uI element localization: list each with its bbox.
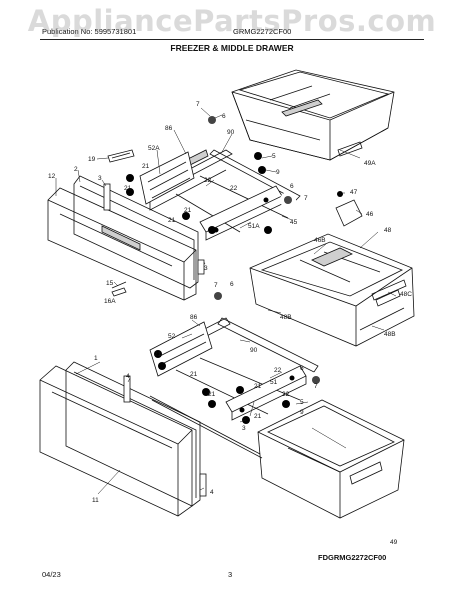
callout-label: 52A [148, 145, 160, 152]
callout-label: 21 [142, 163, 150, 170]
callout-label: 49 [390, 539, 398, 546]
callout-label: 48 [384, 227, 392, 234]
publication-number: Publication No: 5995731801 [42, 27, 137, 36]
callout-label: 51A [248, 223, 260, 230]
callout-label: 86 [190, 314, 198, 321]
upper-gasket-2[interactable] [73, 175, 199, 289]
small-bin-46[interactable] [335, 191, 363, 227]
header-rule [40, 39, 424, 40]
callout-label: 90 [250, 347, 258, 354]
callout-label: 6 [300, 365, 304, 372]
callout-label: 21 [254, 383, 262, 390]
diagram-code: FDGRMG2272CF00 [318, 553, 387, 562]
watermark: AppliancePartsPros.com [27, 4, 437, 38]
callout-label: 21 [124, 185, 132, 192]
upper-drawer-front-12[interactable] [47, 187, 197, 301]
callout-labels: 7 6 86 90 52A 19 21 5 9 49A 2 3 12 22 21… [48, 101, 412, 546]
callout-label: 48B [384, 331, 396, 338]
callout-label: 21 [208, 391, 216, 398]
callout-label: 6 [290, 183, 294, 190]
callout-label: 5 [272, 153, 276, 160]
callout-label: 49A [364, 160, 376, 167]
diagram-title: FREEZER & MIDDLE DRAWER [170, 43, 294, 53]
callout-label: 48B [280, 314, 292, 321]
callout-label: 7 [196, 101, 200, 108]
callout-label: 22 [230, 185, 238, 192]
callout-label: 21 [254, 413, 262, 420]
callout-label: 47 [350, 189, 358, 196]
callout-label: 19 [88, 156, 96, 163]
callout-label: 86 [165, 125, 173, 132]
callout-label: 3 [98, 175, 102, 182]
upper-seal-3[interactable] [103, 183, 205, 275]
screws-5-9-upper[interactable] [126, 152, 272, 234]
screws-5-9-lower[interactable] [154, 350, 290, 424]
middle-drawer-bin-48[interactable] [249, 233, 415, 347]
callout-label: 22 [274, 367, 282, 374]
callout-label: 45 [290, 219, 298, 226]
handle-insert-19[interactable] [107, 149, 135, 163]
callout-label: 9 [276, 169, 280, 176]
clip-15-16A[interactable] [111, 281, 127, 297]
callout-label: 2 [74, 166, 78, 173]
callout-label: 9 [300, 409, 304, 416]
leader-lines [55, 107, 397, 495]
freezer-basket-49[interactable] [257, 399, 405, 519]
callout-label: 7 [304, 195, 308, 202]
callout-label: 3 [242, 425, 246, 432]
model-number: GRMG2272CF00 [233, 27, 292, 36]
callout-label: 15 [106, 280, 114, 287]
callout-label: 7 [214, 282, 218, 289]
seal-strip-3-4[interactable] [123, 375, 263, 497]
callout-label: 3 [204, 265, 208, 272]
callout-label: 5 [300, 399, 304, 406]
left-bracket-52[interactable] [149, 321, 213, 377]
revision-date: 04/23 [42, 570, 61, 579]
divider-48C[interactable] [371, 279, 407, 301]
callout-label: 90 [227, 129, 235, 136]
callout-label: 52 [168, 333, 176, 340]
callout-label: 4 [126, 373, 130, 380]
callout-label: 21 [168, 217, 176, 224]
upper-knob-7-6[interactable] [204, 112, 296, 208]
page-number: 3 [228, 570, 233, 579]
callout-label: 22 [282, 391, 290, 398]
right-bracket-51[interactable] [225, 365, 307, 421]
lower-gasket-1[interactable] [65, 361, 201, 507]
callout-label: 1 [94, 355, 98, 362]
upper-basket-49A[interactable] [231, 69, 395, 161]
left-bracket-52A[interactable] [139, 151, 195, 205]
callout-label: 12 [48, 173, 56, 180]
callout-label: 6 [230, 281, 234, 288]
callout-label: 16A [104, 298, 116, 305]
callout-label: 46 [366, 211, 374, 218]
lower-drawer-front-11[interactable] [39, 365, 193, 517]
callout-label: 22 [204, 177, 212, 184]
lower-knob-7-6[interactable] [210, 288, 324, 388]
callout-label: 46B [314, 237, 326, 244]
callout-label: 7 [314, 383, 318, 390]
callout-label: 21 [154, 351, 162, 358]
callout-label: 4 [210, 489, 214, 496]
callout-label: 21 [184, 207, 192, 214]
callout-label: 48C [400, 291, 412, 298]
callout-label: 11 [92, 497, 99, 504]
callout-label: 21 [190, 371, 198, 378]
callout-label: 6 [222, 113, 226, 120]
callout-label: 51 [270, 379, 278, 386]
